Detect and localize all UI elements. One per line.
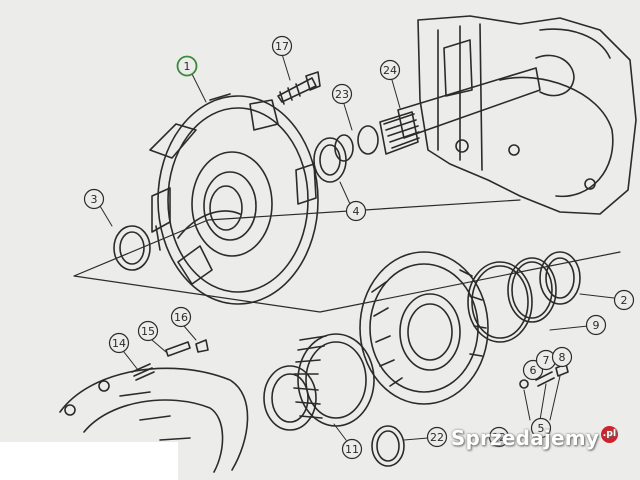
input-shaft <box>313 54 575 183</box>
callout-circle <box>585 314 607 336</box>
callout-8: 8 <box>551 346 573 368</box>
callout-circle <box>331 83 353 105</box>
callout-number: 2 <box>621 294 628 307</box>
callout-circle <box>170 306 192 328</box>
callout-circle <box>613 289 635 311</box>
splined-gear <box>263 333 375 431</box>
callout-circle <box>551 346 573 368</box>
callout-number: 14 <box>112 337 126 350</box>
callout-15: 15 <box>137 320 159 342</box>
callout-22: 22 <box>426 426 448 448</box>
callout-circle <box>176 55 198 77</box>
callout-number: 17 <box>275 40 289 53</box>
callout-number: 9 <box>593 319 600 332</box>
callout-number: 11 <box>345 443 359 456</box>
pump-housing <box>149 93 319 305</box>
callout-circle <box>426 426 448 448</box>
callout-circle <box>379 59 401 81</box>
snap-ring <box>371 425 405 467</box>
callout-number: 6 <box>530 364 537 377</box>
callout-4: 4 <box>345 200 367 222</box>
callout-circle <box>488 426 510 448</box>
callout-1: 1 <box>176 55 198 77</box>
white-corner-patch <box>0 442 178 480</box>
callout-16: 16 <box>170 306 192 328</box>
callout-9: 9 <box>585 314 607 336</box>
watermark-text: Sprzedajemy <box>450 426 599 450</box>
callout-circle <box>108 332 130 354</box>
callout-24: 24 <box>379 59 401 81</box>
callout-circle <box>345 200 367 222</box>
callout-number: 8 <box>559 351 566 364</box>
transmission-housing <box>417 15 637 215</box>
callout-14: 14 <box>108 332 130 354</box>
callout-11: 11 <box>341 438 363 460</box>
callout-number: 24 <box>383 64 397 77</box>
bolt <box>277 71 321 105</box>
clutch-disc <box>59 367 249 473</box>
watermark-badge: .pl <box>601 426 618 443</box>
callout-circle <box>271 35 293 57</box>
callout-circle <box>137 320 159 342</box>
callout-number: 22 <box>430 431 444 444</box>
callout-number: 7 <box>543 354 550 367</box>
callout-number: 15 <box>141 325 155 338</box>
callout-number: 5 <box>538 422 545 435</box>
seal-ring <box>113 225 151 271</box>
callout-number: 16 <box>174 311 188 324</box>
clutch-drum <box>359 251 489 405</box>
callout-number: 23 <box>335 88 349 101</box>
callout-12: 12 <box>488 426 510 448</box>
callout-17: 17 <box>271 35 293 57</box>
callout-number: 4 <box>353 205 360 218</box>
watermark: Sprzedajemy.pl <box>451 426 618 450</box>
callout-circle <box>530 417 552 439</box>
spring-pin <box>131 339 209 381</box>
check-ball-spring <box>519 363 569 389</box>
callout-2: 2 <box>613 289 635 311</box>
callout-number: 12 <box>492 431 506 444</box>
callout-3: 3 <box>83 188 105 210</box>
callout-23: 23 <box>331 83 353 105</box>
callout-5: 5 <box>530 417 552 439</box>
leader-lines <box>99 53 615 441</box>
seal-rings <box>467 251 581 343</box>
callout-number: 1 <box>184 60 191 73</box>
callout-circle <box>83 188 105 210</box>
callout-circle <box>341 438 363 460</box>
callout-number: 3 <box>91 193 98 206</box>
